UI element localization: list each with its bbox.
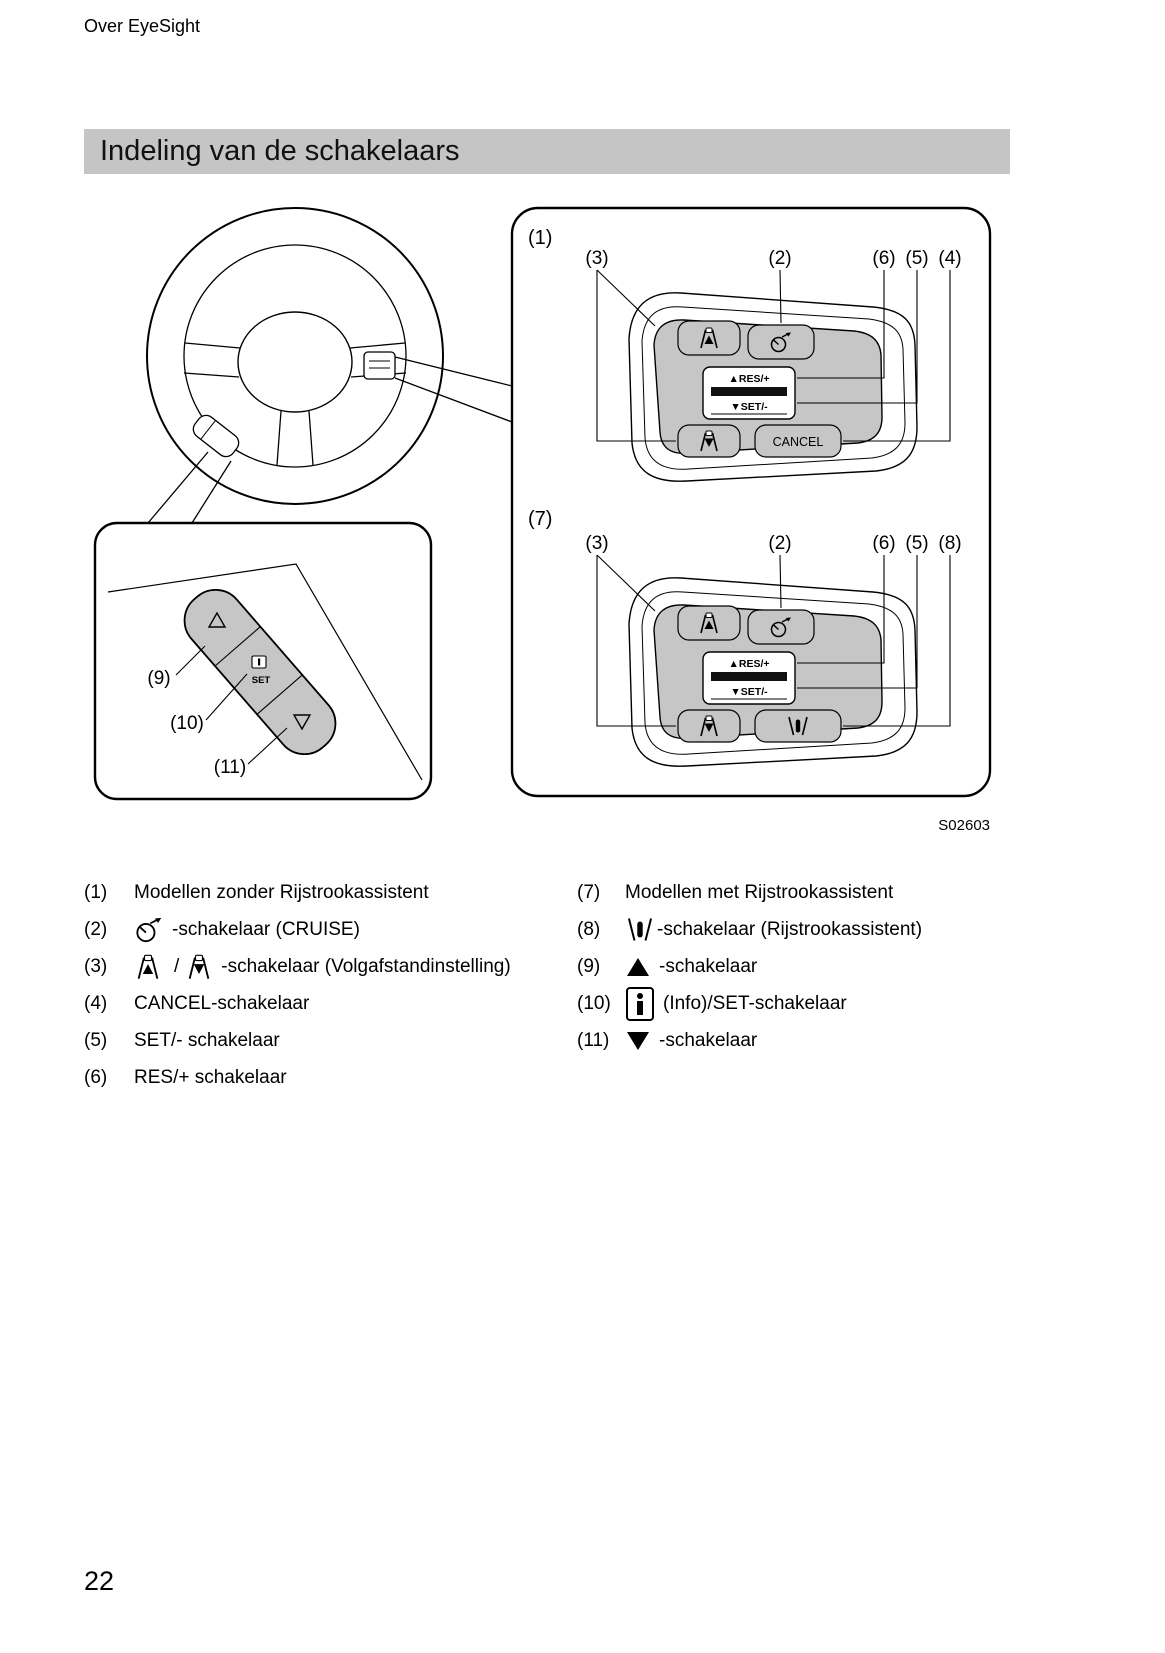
switch-panels-box: (1) (3) (2) (6) (5) (4) CANCEL (7) bbox=[510, 206, 992, 798]
legend-num: (8) bbox=[577, 918, 601, 940]
legend-num: (2) bbox=[84, 918, 108, 940]
callout-2-top: (2) bbox=[768, 248, 791, 269]
legend-item-5: (5) SET/- schakelaar bbox=[84, 1022, 564, 1059]
wheel-switch-pad bbox=[363, 351, 396, 380]
leader-lines-top bbox=[596, 269, 951, 442]
legend-text: -schakelaar bbox=[659, 955, 758, 977]
lane-keep-icon bbox=[625, 916, 655, 943]
legend-num: (1) bbox=[84, 881, 108, 903]
callout-10: (10) bbox=[170, 713, 204, 734]
info-icon bbox=[625, 986, 655, 1022]
legend-text: -schakelaar (CRUISE) bbox=[172, 918, 360, 940]
callout-4-top: (4) bbox=[938, 248, 961, 269]
legend-item-7: (7) Modellen met Rijstrookassistent bbox=[577, 874, 1007, 911]
page-number: 22 bbox=[84, 1566, 115, 1596]
callout-9: (9) bbox=[147, 668, 170, 689]
section-title-bar: Indeling van de schakelaars bbox=[84, 129, 1010, 174]
running-header: Over EyeSight bbox=[84, 16, 201, 36]
legend-num: (6) bbox=[84, 1066, 108, 1088]
group-label-1: (1) bbox=[528, 227, 552, 249]
legend-text: (Info)/SET-schakelaar bbox=[663, 992, 847, 1014]
section-title: Indeling van de schakelaars bbox=[100, 135, 460, 167]
leader-lines-bottom bbox=[596, 554, 951, 727]
legend-item-1: (1) Modellen zonder Rijstrookassistent bbox=[84, 874, 564, 911]
legend-num: (9) bbox=[577, 955, 601, 977]
legend-text: -schakelaar bbox=[659, 1029, 758, 1051]
callout-8-bottom: (8) bbox=[938, 533, 961, 554]
legend-num: (4) bbox=[84, 992, 108, 1014]
callout-11: (11) bbox=[214, 757, 246, 778]
legend-column-left: (1) Modellen zonder Rijstrookassistent (… bbox=[84, 874, 564, 1096]
group-label-7: (7) bbox=[528, 508, 552, 530]
callout-5-bottom: (5) bbox=[905, 533, 928, 554]
legend-item-3: (3) / bbox=[84, 948, 564, 985]
legend-item-4: (4) CANCEL-schakelaar bbox=[84, 985, 564, 1022]
callout-connectors bbox=[147, 356, 513, 524]
stalk-detail-box: SET (9) (10) (11) bbox=[93, 521, 433, 801]
stalk-up-triangle-icon bbox=[207, 611, 227, 628]
switch-layout-diagram: ▲RES/+ ▼SET/- bbox=[93, 206, 992, 834]
legend-item-11: (11) -schakelaar bbox=[577, 1022, 1007, 1059]
callout-2-bottom: (2) bbox=[768, 533, 791, 554]
legend-column-right: (7) Modellen met Rijstrookassistent (8) … bbox=[577, 874, 1007, 1059]
down-triangle-icon bbox=[625, 1030, 651, 1052]
stalk-info-set-icon: SET bbox=[251, 655, 271, 686]
callout-6-bottom: (6) bbox=[872, 533, 895, 554]
callout-3-top: (3) bbox=[585, 248, 608, 269]
legend-text: Modellen met Rijstrookassistent bbox=[625, 881, 894, 903]
stalk-switch bbox=[183, 588, 337, 756]
callout-5-top: (5) bbox=[905, 248, 928, 269]
legend-num: (11) bbox=[577, 1029, 610, 1051]
legend-item-9: (9) -schakelaar bbox=[577, 948, 1007, 985]
distance-up-icon bbox=[134, 954, 162, 980]
legend-text: -schakelaar (Rijstrookassistent) bbox=[657, 918, 923, 940]
figure-code: S02603 bbox=[938, 817, 990, 834]
legend-num: (10) bbox=[577, 992, 611, 1014]
legend-num: (5) bbox=[84, 1029, 108, 1051]
cruise-icon bbox=[134, 916, 164, 943]
legend-num: (7) bbox=[577, 881, 601, 903]
up-triangle-icon bbox=[625, 956, 651, 978]
legend-separator: / bbox=[174, 955, 180, 977]
stalk-set-label: SET bbox=[252, 675, 271, 686]
legend-item-6: (6) RES/+ schakelaar bbox=[84, 1059, 564, 1096]
legend-num: (3) bbox=[84, 955, 108, 977]
wheel-stalk bbox=[192, 414, 240, 458]
legend-item-2: (2) -schakelaar (CRUISE) bbox=[84, 911, 564, 948]
callout-3-bottom: (3) bbox=[585, 533, 608, 554]
legend-text: SET/- schakelaar bbox=[134, 1029, 280, 1051]
legend-item-8: (8) -schakelaar (Rijstrookassistent) bbox=[577, 911, 1007, 948]
cancel-button-label: CANCEL bbox=[773, 435, 824, 449]
stalk-down-triangle-icon bbox=[292, 714, 312, 731]
legend-text: RES/+ schakelaar bbox=[134, 1066, 287, 1088]
distance-down-icon bbox=[185, 954, 213, 980]
steering-wheel bbox=[146, 207, 444, 505]
legend-text: CANCEL-schakelaar bbox=[134, 992, 310, 1014]
figure: ▲RES/+ ▼SET/- bbox=[84, 196, 1010, 844]
callout-6-top: (6) bbox=[872, 248, 895, 269]
legend-text: Modellen zonder Rijstrookassistent bbox=[134, 881, 429, 903]
legend-item-10: (10) (Info)/SET-schakelaar bbox=[577, 985, 1007, 1022]
legend-text: -schakelaar (Volgafstandinstelling) bbox=[221, 955, 511, 977]
